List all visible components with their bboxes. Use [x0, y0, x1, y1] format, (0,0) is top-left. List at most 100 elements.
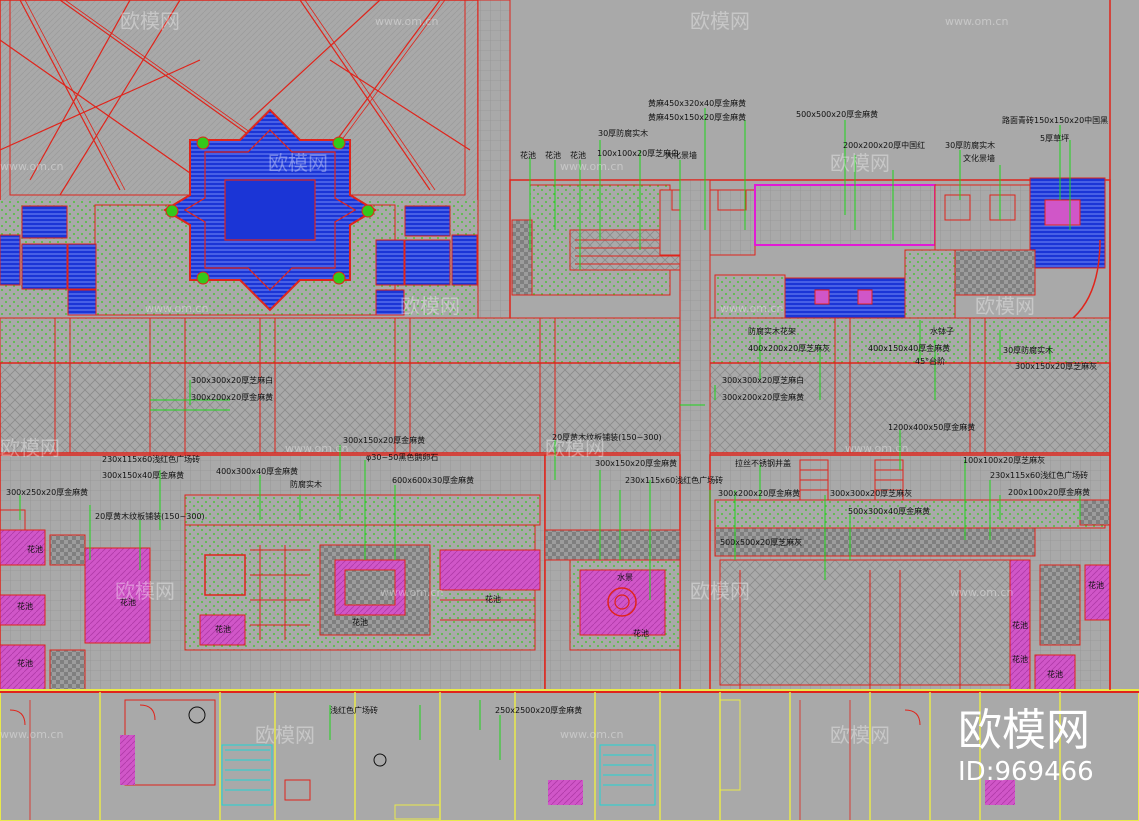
watermark-url: www.om.cn	[380, 586, 443, 599]
lower-plaza-center	[544, 454, 681, 691]
label-planter-5: 花池	[215, 624, 231, 634]
label-material-6: 200x200x20厚中国红	[843, 140, 925, 150]
watermark-text: 欧模网	[830, 151, 890, 175]
watermark-text: 欧模网	[268, 151, 328, 175]
label-planter-12: 花池	[1088, 580, 1104, 590]
label-material-13: 5厚草坪	[1040, 133, 1069, 143]
label-material-44: 250x2500x20厚金麻黄	[495, 705, 582, 715]
label-material-26: 600x600x30厚金麻黄	[392, 475, 474, 485]
annotation-leaders	[19, 108, 1081, 760]
building-floorplan	[0, 689, 1139, 821]
label-material-40: 300x300x20厚芝麻灰	[830, 488, 912, 498]
label-material-2: 黄麻450x150x20厚金麻黄	[648, 112, 746, 122]
label-material-22b: 300x300x20厚芝麻白	[722, 375, 804, 385]
watermark-url: www.om.cn	[560, 160, 623, 173]
label-planter-8: 花池	[633, 628, 649, 638]
label-material-30: 1200x400x50厚金麻黄	[888, 422, 975, 432]
watermark-text: 欧模网	[545, 436, 605, 460]
brand-logo: 欧模网 ID:969466	[958, 705, 1094, 787]
label-material-12: 花池	[570, 150, 586, 160]
label-material-3: 500x500x20厚金麻黄	[796, 109, 878, 119]
label-planter-6: 花池	[352, 617, 368, 627]
label-planter-9: 花池	[1012, 620, 1028, 630]
watermark-url: www.om.cn	[560, 728, 623, 741]
watermark-url: www.om.cn	[720, 302, 783, 315]
label-material-20: 30厚防腐实木	[1003, 345, 1053, 355]
label-material-5: 100x100x20厚芝麻白	[597, 148, 679, 158]
label-material-27: 20厚黄木纹板铺装(150~300)	[552, 432, 662, 442]
watermark-text: 欧模网	[690, 579, 750, 603]
label-planter-2: 花池	[17, 601, 33, 611]
label-material-31: 100x100x20厚芝麻灰	[963, 455, 1045, 465]
label-water-feature: 水景	[617, 572, 633, 582]
label-planter-11: 花池	[1047, 669, 1063, 679]
label-material-9: 路面青砖150x150x20中国黑	[1002, 115, 1108, 125]
label-material-38: 20厚黄木纹板铺装(150~300)	[95, 511, 205, 521]
watermark-url: www.om.cn	[950, 586, 1013, 599]
label-material-39: 300x200x20厚金麻黄	[722, 392, 804, 402]
annotation-labels: 黄麻450x320x40厚金麻黄 黄麻450x150x20厚金麻黄 500x50…	[6, 98, 1108, 715]
star-pavilion	[163, 108, 377, 312]
watermark-url: www.om.cn	[0, 728, 63, 741]
label-material-15: 防腐实木花架	[748, 326, 796, 336]
watermark-url: www.om.cn	[375, 15, 438, 28]
label-material-14: 大化景墙	[665, 150, 697, 160]
label-material-28: 300x150x20厚金麻黄	[595, 458, 677, 468]
label-material-35: 300x150x40厚金麻黄	[102, 470, 184, 480]
label-material-42: 500x500x20厚芝麻灰	[720, 537, 802, 547]
logo-id-text: ID:969466	[958, 757, 1094, 787]
watermark-url: www.om.cn	[145, 302, 208, 315]
label-material-33: 200x100x20厚金麻黄	[1008, 487, 1090, 497]
watermark-url: www.om.cn	[945, 15, 1008, 28]
watermark-layer: 欧模网 欧模网 www.om.cn www.om.cn www.om.cn ww…	[0, 9, 1035, 747]
watermark-text: 欧模网	[0, 436, 60, 460]
label-planter-4: 花池	[120, 597, 136, 607]
label-material-34: 230x115x60浅红色广场砖	[102, 454, 200, 464]
label-material-25: φ30~50黑色鹅卵石	[366, 452, 438, 462]
watermark-text: 欧模网	[975, 294, 1035, 318]
logo-brand-text: 欧模网	[958, 705, 1090, 756]
label-material-17: 400x150x40厚金麻黄	[868, 343, 950, 353]
label-planter-3: 花池	[17, 658, 33, 668]
watermark-text: 欧模网	[690, 9, 750, 33]
label-material-32: 230x115x60浅红色广场砖	[990, 470, 1088, 480]
label-planter-7: 花池	[485, 594, 501, 604]
label-planter-10: 花池	[1012, 654, 1028, 664]
label-material-24: 300x150x20厚金麻黄	[343, 435, 425, 445]
label-material-46: 拉丝不锈钢井盖	[735, 458, 791, 468]
label-material-10: 花池	[520, 150, 536, 160]
label-material-7: 30厚防腐实木	[945, 140, 995, 150]
watermark-text: 欧模网	[830, 723, 890, 747]
label-material-19: 水钵子	[930, 326, 954, 336]
label-material-43: 300x200x20厚金麻黄	[718, 488, 800, 498]
label-material-22: 300x300x20厚芝麻白	[191, 375, 273, 385]
label-material-47: 防腐实木	[290, 479, 322, 489]
watermark-text: 欧模网	[115, 579, 175, 603]
label-material-4: 30厚防腐实木	[598, 128, 648, 138]
watermark-text: 欧模网	[120, 9, 180, 33]
label-material-21: 300x150x20厚芝麻灰	[1015, 361, 1097, 371]
label-material-37: 400x300x40厚金麻黄	[216, 466, 298, 476]
label-material-1: 黄麻450x320x40厚金麻黄	[648, 98, 746, 108]
label-material-36: 300x250x20厚金麻黄	[6, 487, 88, 497]
watermark-text: 欧模网	[255, 723, 315, 747]
watermark-url: www.om.cn	[845, 442, 908, 455]
label-material-18: 45°台阶	[915, 356, 945, 366]
vertical-paved-strip	[477, 0, 511, 361]
water-blocks-left	[0, 205, 97, 316]
label-planter-1: 花池	[27, 544, 43, 554]
label-material-23: 300x200x20厚金麻黄	[191, 392, 273, 402]
label-material-29: 230x115x60浅红色广场砖	[625, 475, 723, 485]
watermark-url: www.om.cn	[0, 160, 63, 173]
label-material-8: 文化景墙	[963, 153, 995, 163]
water-blocks-right	[375, 205, 478, 316]
watermark-url: www.om.cn	[285, 442, 348, 455]
label-material-11: 花池	[545, 150, 561, 160]
label-material-41: 500x300x40厚金麻黄	[848, 506, 930, 516]
watermark-text: 欧模网	[400, 294, 460, 318]
lower-plaza-left	[0, 454, 546, 691]
label-material-16: 400x200x20厚芝麻灰	[748, 343, 830, 353]
label-material-45: 浅红色广场砖	[330, 705, 378, 715]
